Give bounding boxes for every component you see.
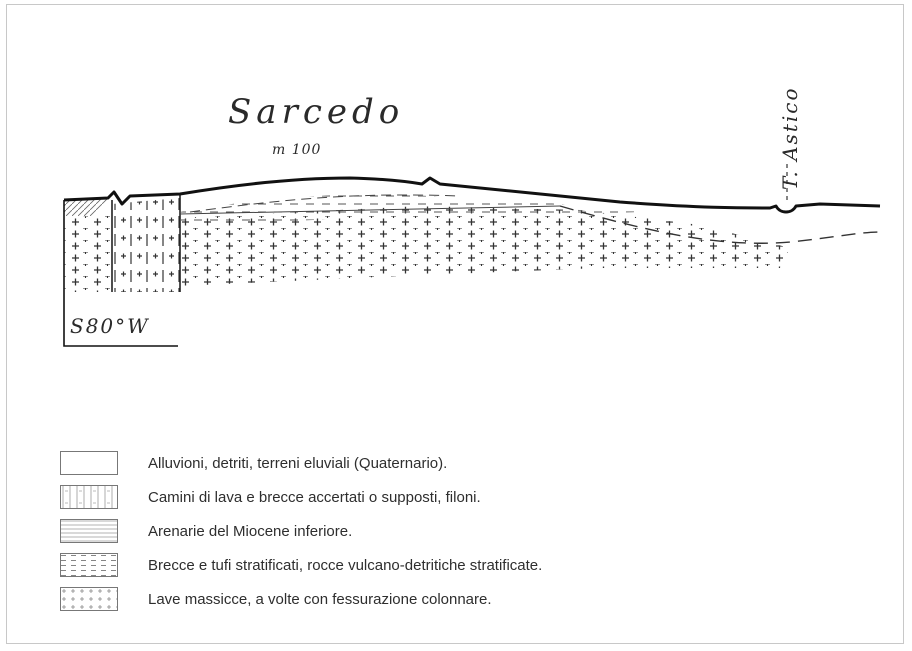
legend-swatch-hatched xyxy=(60,519,118,543)
orientation-label: S80°W xyxy=(70,314,150,338)
legend-item: Arenarie del Miocene inferiore. xyxy=(60,514,542,548)
legend-item: Lave massicce, a volte con fessurazione … xyxy=(60,582,542,616)
legend-item: Alluvioni, detriti, terreni eluviali (Qu… xyxy=(60,446,542,480)
legend-swatch-dashes xyxy=(60,553,118,577)
legend-label: Alluvioni, detriti, terreni eluviali (Qu… xyxy=(148,455,447,472)
legend-label: Brecce e tufi stratificati, rocce vulcan… xyxy=(148,557,542,574)
legend-swatch-columns xyxy=(60,485,118,509)
legend-label: Arenarie del Miocene inferiore. xyxy=(148,523,352,540)
lava-body-west xyxy=(64,214,112,292)
legend-swatch-crosses xyxy=(60,587,118,611)
river-label: T. Astico xyxy=(778,87,802,191)
legend-label: Camini di lava e brecce accertati o supp… xyxy=(148,489,481,506)
legend-label: Lave massicce, a volte con fessurazione … xyxy=(148,591,492,608)
legend-item: Brecce e tufi stratificati, rocce vulcan… xyxy=(60,548,542,582)
place-name: Sarcedo xyxy=(228,92,404,132)
legend: Alluvioni, detriti, terreni eluviali (Qu… xyxy=(60,446,542,616)
altitude-label: m 100 xyxy=(272,142,321,158)
legend-swatch-blank xyxy=(60,451,118,475)
legend-item: Camini di lava e brecce accertati o supp… xyxy=(60,480,542,514)
volcanic-vent xyxy=(112,198,180,292)
